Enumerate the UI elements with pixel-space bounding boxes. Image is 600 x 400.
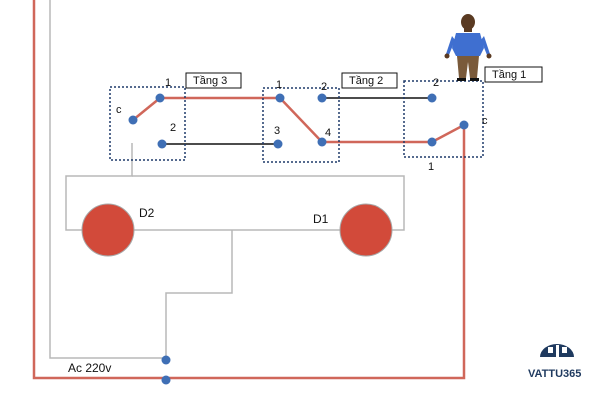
- switch3-label-c: c: [116, 104, 122, 116]
- switch-mid-label-1: 1: [276, 79, 282, 91]
- lamp-d1: [339, 203, 393, 257]
- terminals: [128, 93, 469, 385]
- floor-tag-1: Tầng 1: [484, 66, 543, 83]
- floor-tag-3: Tầng 3: [185, 72, 242, 89]
- supply-label: Ac 220v: [68, 361, 111, 375]
- switch1-label-c: c: [482, 115, 488, 127]
- switch-mid-terminal-2: [317, 93, 327, 103]
- floor-tag-2: Tầng 2: [341, 72, 398, 89]
- switch1-label-2: 2: [433, 77, 439, 89]
- person-figure: [444, 14, 492, 81]
- switch3-terminal-1: [155, 93, 165, 103]
- switch1-terminal-c: [459, 120, 469, 130]
- supply-terminal-neutral: [161, 355, 171, 365]
- lamp-d2: [81, 203, 135, 257]
- switch-mid-label-2: 2: [321, 81, 327, 93]
- switch-mid-terminal-1: [275, 93, 285, 103]
- switch3-terminal-2: [157, 139, 167, 149]
- switch1-terminal-1: [427, 137, 437, 147]
- lamp-d2-label: D2: [139, 206, 155, 220]
- supply-terminal-live: [161, 375, 171, 385]
- switch-mid-terminal-3: [273, 139, 283, 149]
- traveller-wires: [162, 97, 432, 145]
- brand-name: VATTU365: [528, 368, 581, 380]
- switch1-terminal-2: [427, 93, 437, 103]
- switch3-terminal-c: [128, 115, 138, 125]
- floor-tag-1-label: Tầng 1: [492, 69, 526, 81]
- switch3-label-1: 1: [165, 77, 171, 89]
- floor-tag-2-label: Tầng 2: [349, 75, 383, 87]
- neutral-wiring: [49, 0, 405, 360]
- switch-mid-label-3: 3: [274, 125, 280, 137]
- brand-logo: VATTU365: [528, 344, 581, 380]
- switch-mid-label-4: 4: [325, 127, 331, 139]
- switch-mid-terminal-4: [317, 137, 327, 147]
- switch1-label-1: 1: [428, 161, 434, 173]
- floor-tag-3-label: Tầng 3: [193, 75, 227, 87]
- live-wiring: [32, 0, 466, 380]
- switch-boxes: [109, 80, 484, 163]
- lamp-d1-label: D1: [313, 212, 329, 226]
- switch3-label-2: 2: [170, 122, 176, 134]
